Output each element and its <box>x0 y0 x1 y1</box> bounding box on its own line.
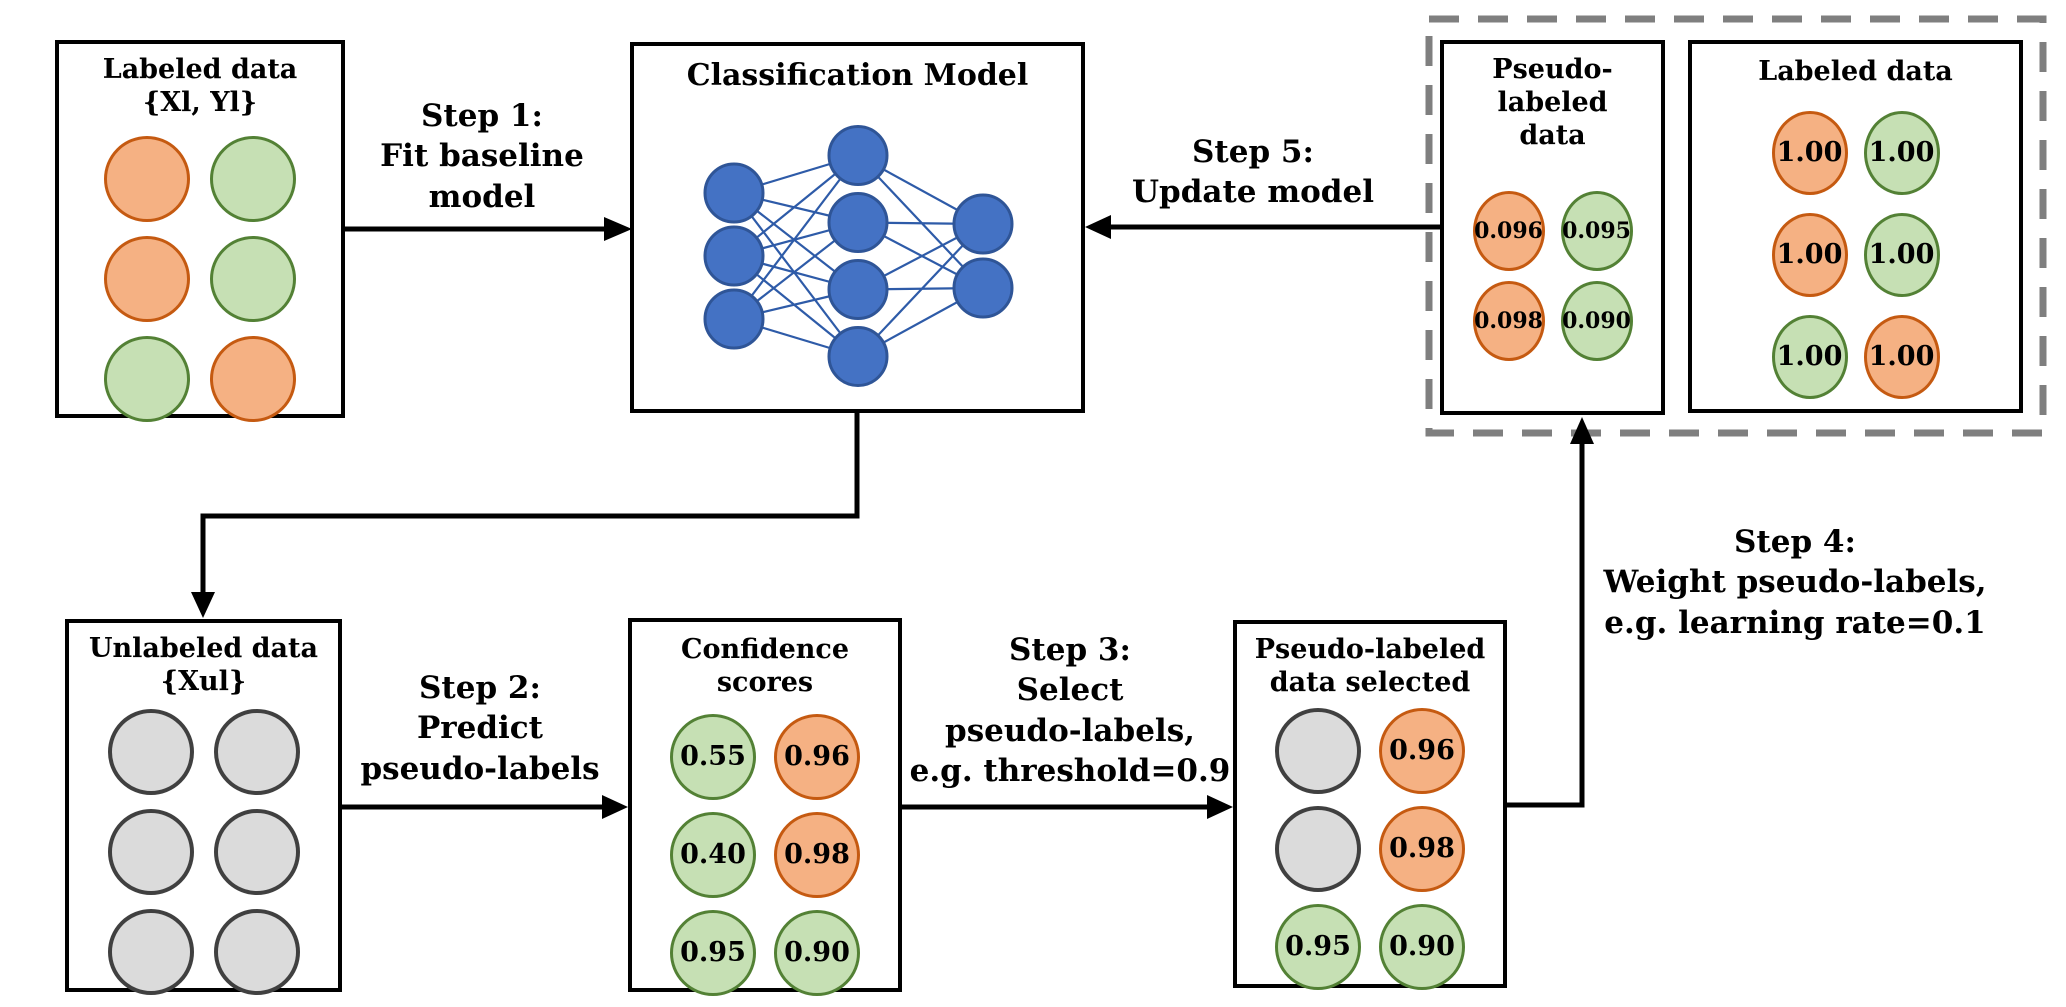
orange-data-circle: 0.096 <box>1472 190 1545 271</box>
classification-model-box: Classification Model <box>630 42 1085 413</box>
green-data-circle: 0.095 <box>1560 190 1633 271</box>
pseudo-labeled-data-title-line1: Pseudo-labeled <box>1492 54 1613 118</box>
green-data-circle: 0.90 <box>774 909 860 996</box>
green-data-circle: 0.95 <box>1275 903 1361 990</box>
green-data-circle: 0.55 <box>670 713 756 800</box>
labeled-data-circles <box>104 135 296 422</box>
unlabeled-data-title-line2: {Xul} <box>160 665 247 697</box>
step5-label: Step 5: Update model <box>1083 132 1423 213</box>
step4-arrowhead <box>1570 417 1594 444</box>
unlabeled-data-box: Unlabeled data {Xul} <box>65 619 342 995</box>
labeled-data-title-line2: {Xl, Yl} <box>142 86 258 118</box>
green-data-circle: 0.90 <box>1379 903 1465 990</box>
step3-label-line2: Select <box>1016 672 1124 709</box>
step3-label-line1: Step 3: <box>1009 632 1131 668</box>
orange-data-circle <box>104 135 190 222</box>
step3-label-line4: e.g. threshold=0.9 <box>909 752 1231 789</box>
step1-arrowhead <box>604 217 632 241</box>
step2-label: Step 2: Predict pseudo-labels <box>330 668 630 789</box>
orange-data-circle <box>104 235 190 322</box>
labeled-data-title-line1: Labeled data <box>102 54 298 85</box>
orange-data-circle: 0.96 <box>1379 707 1465 794</box>
step2-label-line3: pseudo-labels <box>360 750 600 787</box>
unlabeled-data-title: Unlabeled data {Xul} <box>89 633 318 699</box>
step5-arrowhead <box>1085 215 1111 239</box>
neural-network-graphic <box>703 125 1014 387</box>
orange-data-circle: 0.98 <box>1379 805 1465 892</box>
green-data-circle <box>210 235 296 322</box>
step4-label-line3: e.g. learning rate=0.1 <box>1604 604 1986 641</box>
green-data-circle: 0.090 <box>1560 280 1633 361</box>
labeled-data-box: Labeled data {Xl, Yl} <box>55 40 345 422</box>
gray-data-circle <box>213 908 300 995</box>
orange-data-circle: 1.00 <box>1863 314 1940 399</box>
step4-arrow-line <box>1507 444 1585 808</box>
model-to-unlabeled-arrowhead <box>191 592 215 618</box>
orange-data-circle: 1.00 <box>1771 212 1848 297</box>
step5-label-line1: Step 5: <box>1192 134 1314 170</box>
green-data-circle <box>104 335 190 422</box>
labeled-data-title: Labeled data {Xl, Yl} <box>103 54 298 120</box>
step4-label: Step 4: Weight pseudo-labels, e.g. learn… <box>1575 522 2015 643</box>
orange-data-circle: 0.96 <box>774 713 860 800</box>
gray-data-circle <box>1275 707 1361 794</box>
pseudo-labeled-selected-title-line1: Pseudo-labeled <box>1254 634 1486 665</box>
green-data-circle: 1.00 <box>1771 314 1848 399</box>
gray-data-circle <box>107 808 194 895</box>
confidence-scores-title: Confidence scores <box>680 634 850 698</box>
pseudo-labeled-selected-title-line2: data selected <box>1269 666 1471 698</box>
step3-label: Step 3: Select pseudo-labels, e.g. thres… <box>905 630 1235 791</box>
gray-data-circle <box>107 708 194 795</box>
classification-model-title: Classification Model <box>686 58 1029 93</box>
orange-data-circle <box>210 335 296 422</box>
orange-data-circle: 1.00 <box>1771 110 1848 195</box>
step1-label: Step 1: Fit baseline model <box>332 96 632 217</box>
labeled-data-right-title: Labeled data <box>1758 56 1953 87</box>
gray-data-circle <box>213 708 300 795</box>
step3-arrowhead <box>1207 795 1233 819</box>
step1-label-line2: Fit baseline <box>380 138 584 175</box>
green-data-circle: 1.00 <box>1863 110 1940 195</box>
green-data-circle <box>210 135 296 222</box>
pseudo-labeled-selected-title: Pseudo-labeled data selected <box>1255 634 1486 700</box>
green-data-circle: 0.40 <box>670 811 756 898</box>
step4-label-line1: Step 4: <box>1734 524 1856 560</box>
step2-label-line1: Step 2: <box>419 670 541 706</box>
step3-label-line3: pseudo-labels, <box>945 712 1195 749</box>
step1-label-line3: model <box>428 178 536 215</box>
orange-data-circle: 0.098 <box>1472 280 1545 361</box>
step5-label-line2: Update model <box>1132 174 1374 211</box>
unlabeled-data-circles <box>107 708 300 995</box>
step1-label-line1: Step 1: <box>421 98 543 134</box>
green-data-circle: 1.00 <box>1863 212 1940 297</box>
step2-label-line2: Predict <box>416 710 543 747</box>
step2-arrowhead <box>602 795 628 819</box>
unlabeled-data-title-line1: Unlabeled data <box>88 633 319 664</box>
pseudo-labeled-data-title-line2: data <box>1519 119 1586 151</box>
orange-data-circle: 0.98 <box>774 811 860 898</box>
update-group-dashed-border <box>1425 15 2047 437</box>
gray-data-circle <box>107 908 194 995</box>
green-data-circle: 0.95 <box>670 909 756 996</box>
pseudo-labeled-data-title: Pseudo-labeled data <box>1444 54 1661 153</box>
step4-label-line2: Weight pseudo-labels, <box>1603 564 1987 601</box>
gray-data-circle <box>213 808 300 895</box>
gray-data-circle <box>1275 805 1361 892</box>
model-to-unlabeled-line <box>200 413 860 595</box>
